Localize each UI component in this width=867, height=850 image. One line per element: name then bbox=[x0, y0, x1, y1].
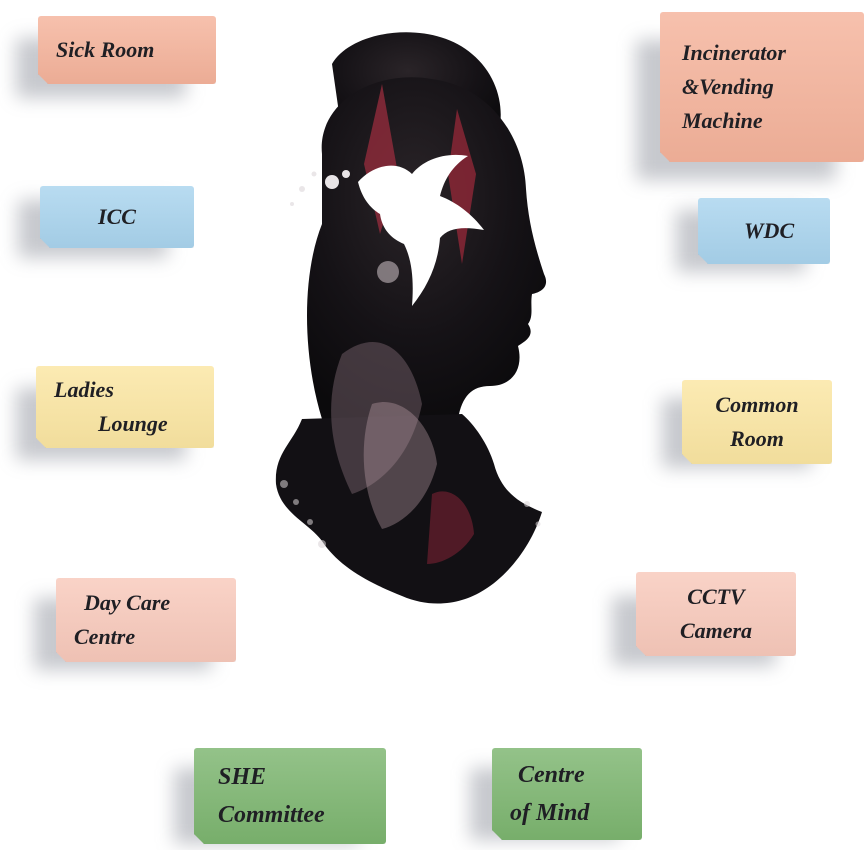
card-label: Ladies bbox=[54, 377, 114, 402]
woman-silhouette-icon bbox=[275, 32, 547, 604]
card-label: Lounge bbox=[98, 411, 168, 436]
card-label: Centre bbox=[518, 762, 585, 788]
sick-room-card: Sick Room bbox=[38, 16, 216, 84]
card-label: CCTV bbox=[687, 584, 745, 609]
incinerator-vending-machine-card: Incinerator &Vending Machine bbox=[660, 12, 864, 162]
card-label: WDC bbox=[744, 218, 795, 243]
card-label: Machine bbox=[682, 108, 763, 133]
day-care-centre-card: Day Care Centre bbox=[56, 578, 236, 662]
card-label: SHE bbox=[218, 764, 267, 790]
card-label: Room bbox=[730, 426, 784, 451]
card-label: Common bbox=[715, 392, 799, 417]
centre-of-mind-card: Centre of Mind bbox=[492, 748, 642, 840]
card-label: &Vending bbox=[682, 74, 774, 99]
card-label: Committee bbox=[218, 802, 325, 828]
she-committee-card: SHE Committee bbox=[194, 748, 386, 844]
card-label: ICC bbox=[98, 204, 136, 229]
card-label: Camera bbox=[679, 618, 753, 643]
icc-card: ICC bbox=[40, 186, 194, 248]
card-label: Sick Room bbox=[56, 37, 155, 62]
cctv-camera-card: CCTV Camera bbox=[636, 572, 796, 656]
card-label: Incinerator bbox=[682, 40, 786, 65]
ladies-lounge-card: Ladies Lounge bbox=[36, 366, 214, 448]
wdc-card: WDC bbox=[698, 198, 830, 264]
card-label: of Mind bbox=[510, 800, 590, 826]
common-room-card: Common Room bbox=[682, 380, 832, 464]
card-label: Centre bbox=[74, 624, 136, 649]
card-label: Day Care bbox=[84, 590, 171, 615]
